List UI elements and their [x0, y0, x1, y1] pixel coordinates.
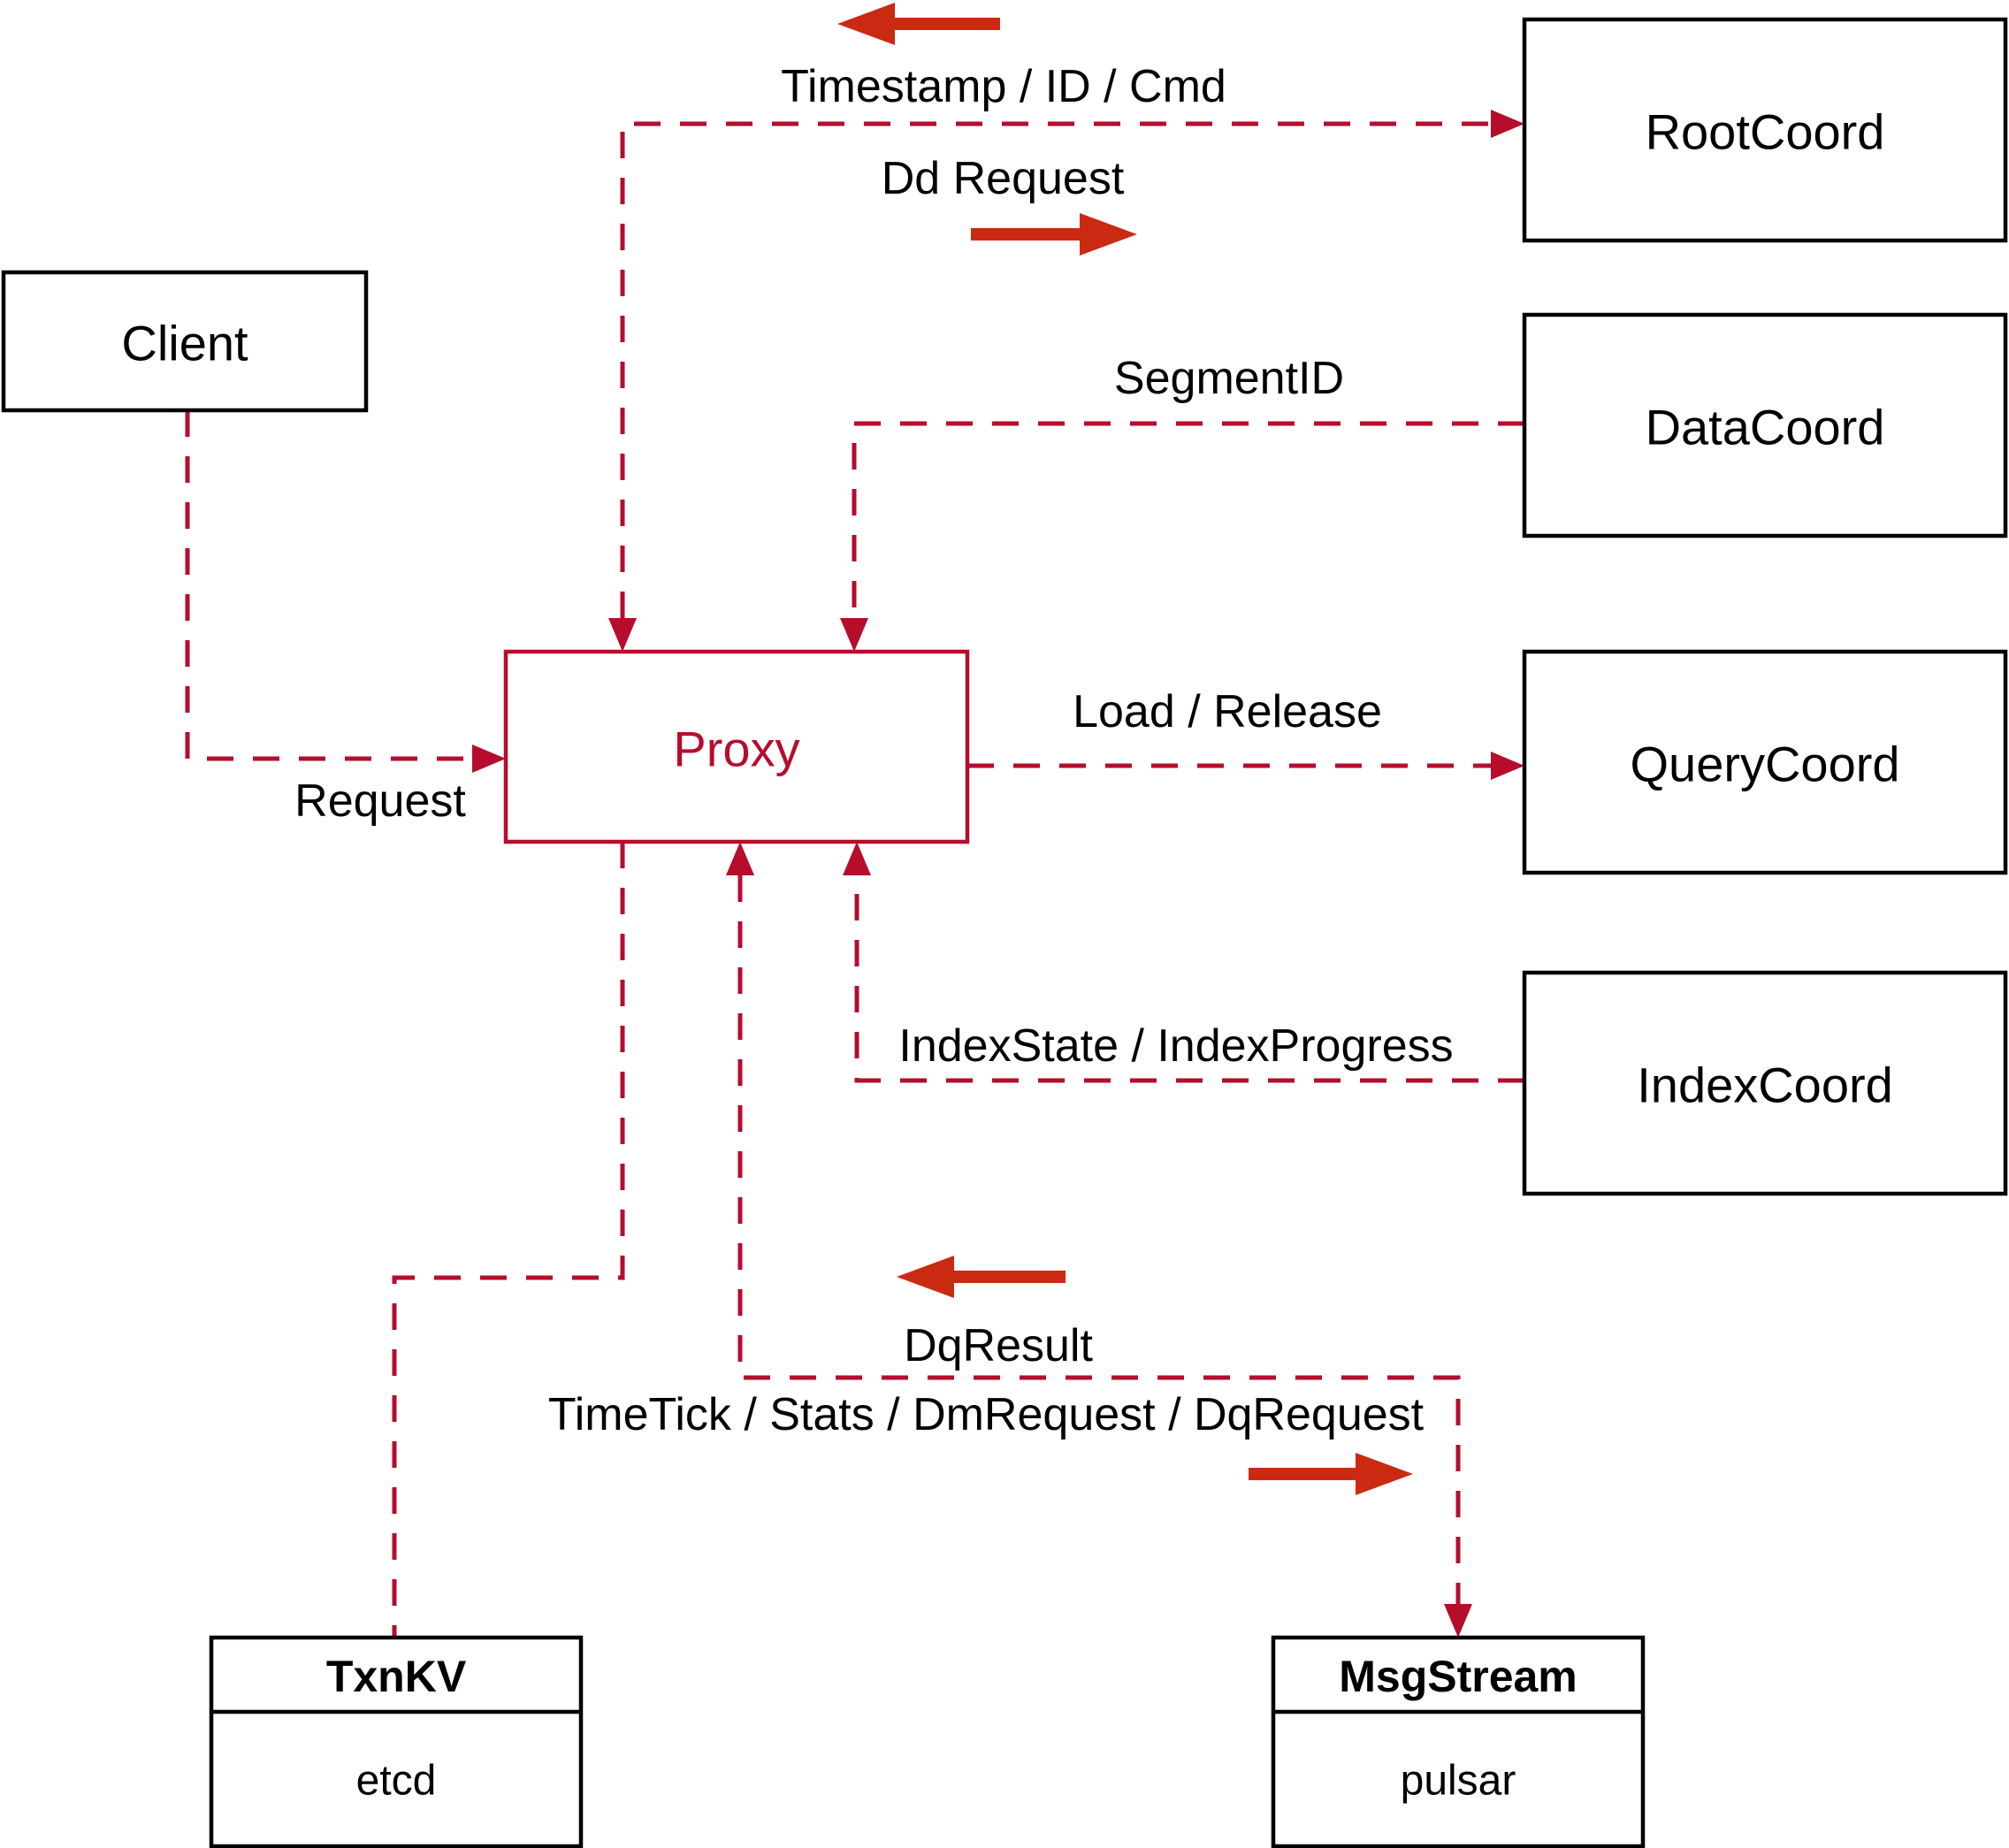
- timestamp-left-arrow-icon: [837, 3, 1000, 45]
- node-txnkv-subtitle: etcd: [356, 1758, 437, 1805]
- node-datacoord-label: DataCoord: [1646, 400, 1885, 455]
- edge-label-load-release: Load / Release: [1073, 686, 1382, 737]
- edge-proxy-rootcoord: [620, 121, 1491, 618]
- node-txnkv-box: [209, 1635, 584, 1848]
- node-msgstream-subtitle: pulsar: [1401, 1758, 1516, 1805]
- node-client-label: Client: [121, 316, 248, 371]
- node-datacoord-box: [1522, 312, 2008, 538]
- node-proxy-label: Proxy: [673, 722, 799, 777]
- dq-result-left-arrow-icon: [897, 1256, 1066, 1298]
- edge-label-time-tick: TimeTick / Stats / DmRequest / DqRequest: [548, 1389, 1425, 1440]
- edge-label-timestamp: Timestamp / ID / Cmd: [781, 61, 1226, 112]
- edge-label-dd-request: Dd Request: [882, 153, 1125, 204]
- arrowhead-into-msgstream-icon: [1444, 1604, 1472, 1638]
- arrowhead-into-proxy-top-left-icon: [608, 618, 637, 652]
- edge-label-request: Request: [294, 775, 466, 827]
- edge-proxy-msgstream: [737, 875, 1461, 1604]
- node-indexcoord-box: [1522, 970, 2008, 1196]
- edge-label-dq-result: DqResult: [904, 1320, 1093, 1371]
- time-tick-right-arrow-icon: [1249, 1453, 1413, 1495]
- dd-request-right-arrow-icon: [971, 213, 1137, 256]
- arrowhead-into-proxy-bottom-right-icon: [843, 842, 871, 875]
- node-msgstream-box: [1271, 1635, 1646, 1848]
- arrowhead-into-proxy-top-right-icon: [840, 618, 868, 652]
- node-indexcoord-label: IndexCoord: [1637, 1058, 1893, 1113]
- arrowhead-into-proxy-left-icon: [472, 745, 506, 773]
- node-proxy-box: [503, 649, 970, 844]
- edge-proxy-to-txnkv: [392, 842, 625, 1638]
- node-msgstream-title: MsgStream: [1339, 1652, 1577, 1701]
- node-querycoord-box: [1522, 649, 2008, 875]
- node-rootcoord-box: [1522, 17, 2008, 243]
- edge-label-segment-id: SegmentID: [1114, 353, 1344, 404]
- node-txnkv-title: TxnKV: [326, 1652, 467, 1701]
- node-client-box: [1, 270, 369, 413]
- edge-datacoord-to-proxy: [852, 421, 1524, 618]
- arrowhead-into-querycoord-icon: [1491, 752, 1524, 780]
- node-rootcoord-label: RootCoord: [1646, 104, 1885, 160]
- arrowhead-into-proxy-bottom-center-icon: [726, 842, 754, 875]
- node-querycoord-label: QueryCoord: [1630, 737, 1899, 792]
- arrowhead-into-rootcoord-icon: [1491, 110, 1524, 138]
- edge-indexcoord-to-proxy: [854, 875, 1524, 1083]
- edge-label-index-state: IndexState / IndexProgress: [898, 1020, 1453, 1072]
- edge-client-to-proxy: [185, 410, 472, 761]
